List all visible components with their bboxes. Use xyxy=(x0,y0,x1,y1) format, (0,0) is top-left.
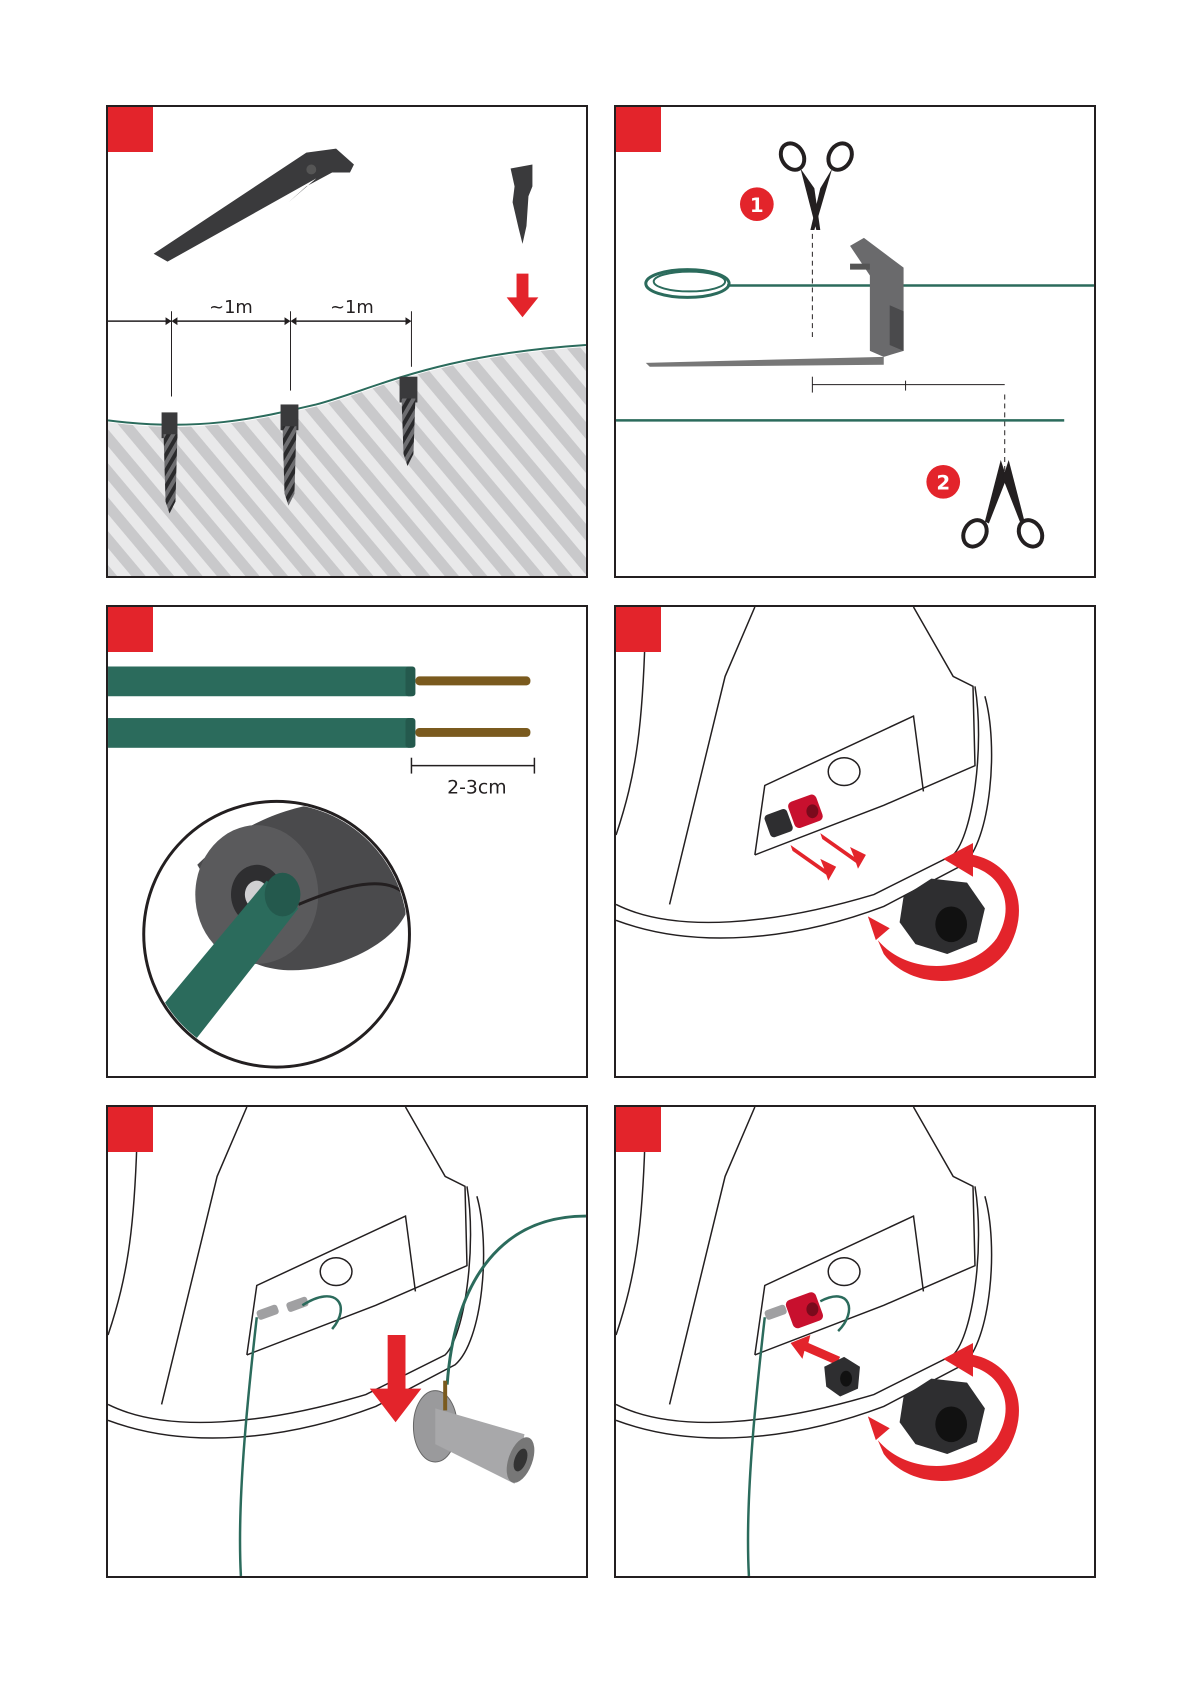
terminal-screw xyxy=(256,1296,310,1321)
wire-upper xyxy=(108,666,411,696)
peg-small-icon xyxy=(511,165,533,244)
charging-station-icon xyxy=(646,357,884,367)
step-marker-2 xyxy=(615,106,661,152)
panel-insert-wire xyxy=(106,1105,588,1578)
strip-wire-illustration: 2-3cm xyxy=(108,607,586,1076)
spacing-left-label: ~1m xyxy=(209,297,253,318)
terminal-cap-red xyxy=(784,1291,824,1330)
peg-large-icon xyxy=(154,149,354,262)
panel-cut-wire: 1 2 xyxy=(614,105,1096,578)
terminal-cap-black xyxy=(824,1357,860,1397)
peg-illustration: ~1m ~1m xyxy=(108,107,586,576)
cut-wire-illustration: 1 2 xyxy=(616,107,1094,576)
step-marker-6 xyxy=(615,1106,661,1152)
pull-arrow-icon xyxy=(791,845,837,881)
step-marker-5 xyxy=(107,1106,153,1152)
fasten-caps-illustration xyxy=(616,1107,1094,1576)
wire-coil-icon xyxy=(646,270,729,298)
wire-lower xyxy=(108,718,411,748)
down-arrow-icon xyxy=(507,274,539,318)
step-marker-3 xyxy=(107,606,153,652)
insert-wire-illustration xyxy=(108,1107,586,1576)
wire-connector-icon xyxy=(413,1381,539,1487)
callout-2-number: 2 xyxy=(936,472,950,495)
remove-caps-illustration xyxy=(616,607,1094,1076)
panel-strip-wire: 2-3cm xyxy=(106,605,588,1078)
panel-fasten-caps xyxy=(614,1105,1096,1578)
terminal-cap-black xyxy=(763,808,794,839)
panel-remove-caps xyxy=(614,605,1096,1078)
push-arrow-icon xyxy=(791,1335,841,1365)
spacing-right-label: ~1m xyxy=(330,297,374,318)
ground-area xyxy=(108,347,586,576)
down-arrow-icon xyxy=(370,1335,422,1422)
scissors-icon xyxy=(776,139,856,230)
terminal-cap-red xyxy=(787,793,824,829)
step-marker-4 xyxy=(615,606,661,652)
callout-1-number: 1 xyxy=(750,194,764,217)
panel-peg-installation: ~1m ~1m xyxy=(106,105,588,578)
terminal-nut-icon xyxy=(900,879,985,954)
step-marker-1 xyxy=(107,106,153,152)
terminal-nut-icon xyxy=(900,1379,985,1454)
strip-length-label: 2-3cm xyxy=(447,777,506,798)
boundary-wire xyxy=(240,1317,257,1576)
scissors-icon xyxy=(959,460,1047,551)
